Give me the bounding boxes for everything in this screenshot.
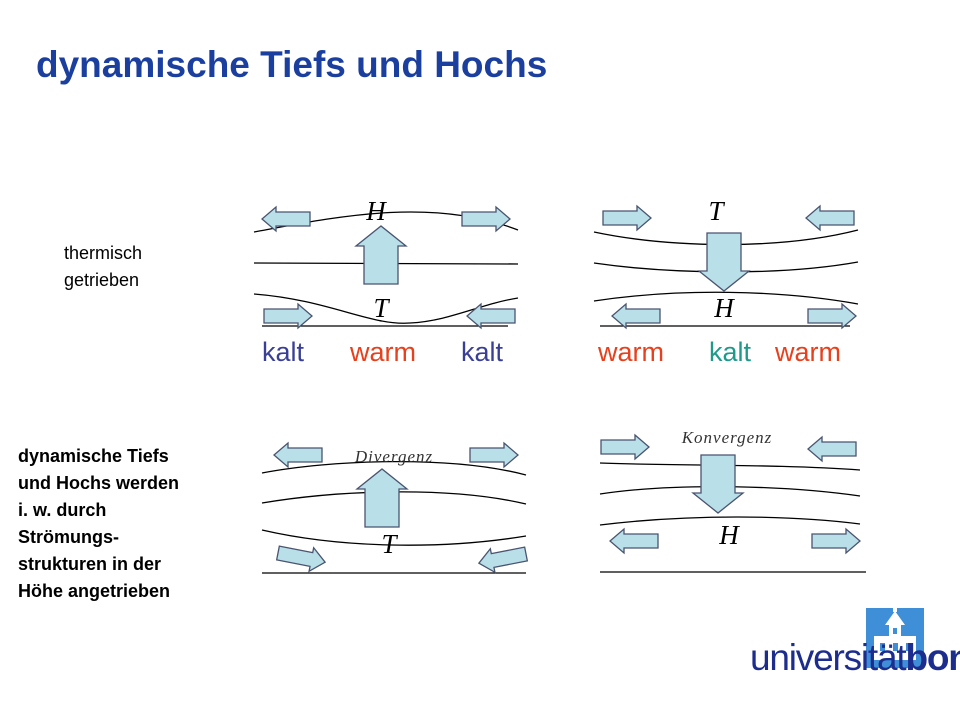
university-emblem-icon [866, 606, 924, 668]
dynamic-label-line: und Hochs werden [18, 473, 180, 493]
temp-label-warm: warm [349, 337, 416, 367]
slide-title: dynamische Tiefs und Hochs [36, 44, 548, 85]
low-pressure-label: T [381, 529, 398, 559]
isobar-line [599, 516, 861, 526]
low-pressure-label: T [708, 196, 725, 226]
inflow-arrow-left [805, 205, 855, 231]
temp-label-warm: warm [774, 337, 841, 367]
outflow-arrow-right [461, 206, 511, 232]
outflow-arrow-left [611, 303, 661, 329]
inflow-arrow-right [600, 434, 650, 460]
panel-dynamic-low [261, 460, 527, 574]
divergence-label: Divergenz [354, 447, 433, 466]
inflow-arrow-right [275, 540, 329, 575]
high-pressure-label: H [713, 293, 735, 323]
dynamic-label-line: dynamische Tiefs [18, 446, 169, 466]
isobar-line [261, 460, 527, 476]
sinking-air-arrow [692, 454, 744, 514]
temp-label-kalt: kalt [709, 337, 752, 367]
dynamic-label-line: strukturen in der [18, 554, 162, 574]
temp-label-warm: warm [597, 337, 664, 367]
temp-label-kalt: kalt [461, 337, 504, 367]
inflow-arrow-left [475, 541, 529, 576]
rising-air-arrow [355, 225, 407, 285]
high-pressure-label: H [365, 196, 387, 226]
temp-label-kalt: kalt [262, 337, 305, 367]
inflow-arrow-left [466, 303, 516, 329]
outflow-arrow-right [811, 528, 861, 554]
outflow-arrow-right [807, 303, 857, 329]
university-logo: universitätbonn [750, 637, 960, 679]
rising-air-arrow [356, 468, 408, 528]
inflow-arrow-right [263, 303, 313, 329]
thermal-label-line: thermisch [64, 243, 143, 263]
logo-text-bonn: bonn [905, 637, 960, 678]
low-pressure-label: T [373, 293, 390, 323]
outflow-arrow-left [273, 442, 323, 468]
high-pressure-label: H [718, 520, 740, 550]
outflow-arrow-left [609, 528, 659, 554]
convergence-label: Konvergenz [681, 428, 773, 447]
outflow-arrow-left [261, 206, 311, 232]
logo-text-universitaet: universität [750, 637, 907, 678]
inflow-arrow-left [807, 436, 857, 462]
isobar-line [261, 529, 527, 546]
sinking-air-arrow [698, 232, 750, 292]
inflow-arrow-right [602, 205, 652, 231]
outflow-arrow-right [469, 442, 519, 468]
dynamic-label-line: i. w. durch [18, 500, 107, 520]
thermal-label-line: getrieben [64, 270, 140, 290]
thermal-label: thermisch getrieben [64, 240, 142, 294]
dynamic-label-line: Höhe angetrieben [18, 581, 171, 601]
dynamic-label-line: Strömungs- [18, 527, 119, 547]
isobar-line [593, 291, 859, 305]
dynamic-label: dynamische Tiefs und Hochs werden i. w. … [18, 443, 248, 605]
isobar-line [253, 293, 519, 324]
